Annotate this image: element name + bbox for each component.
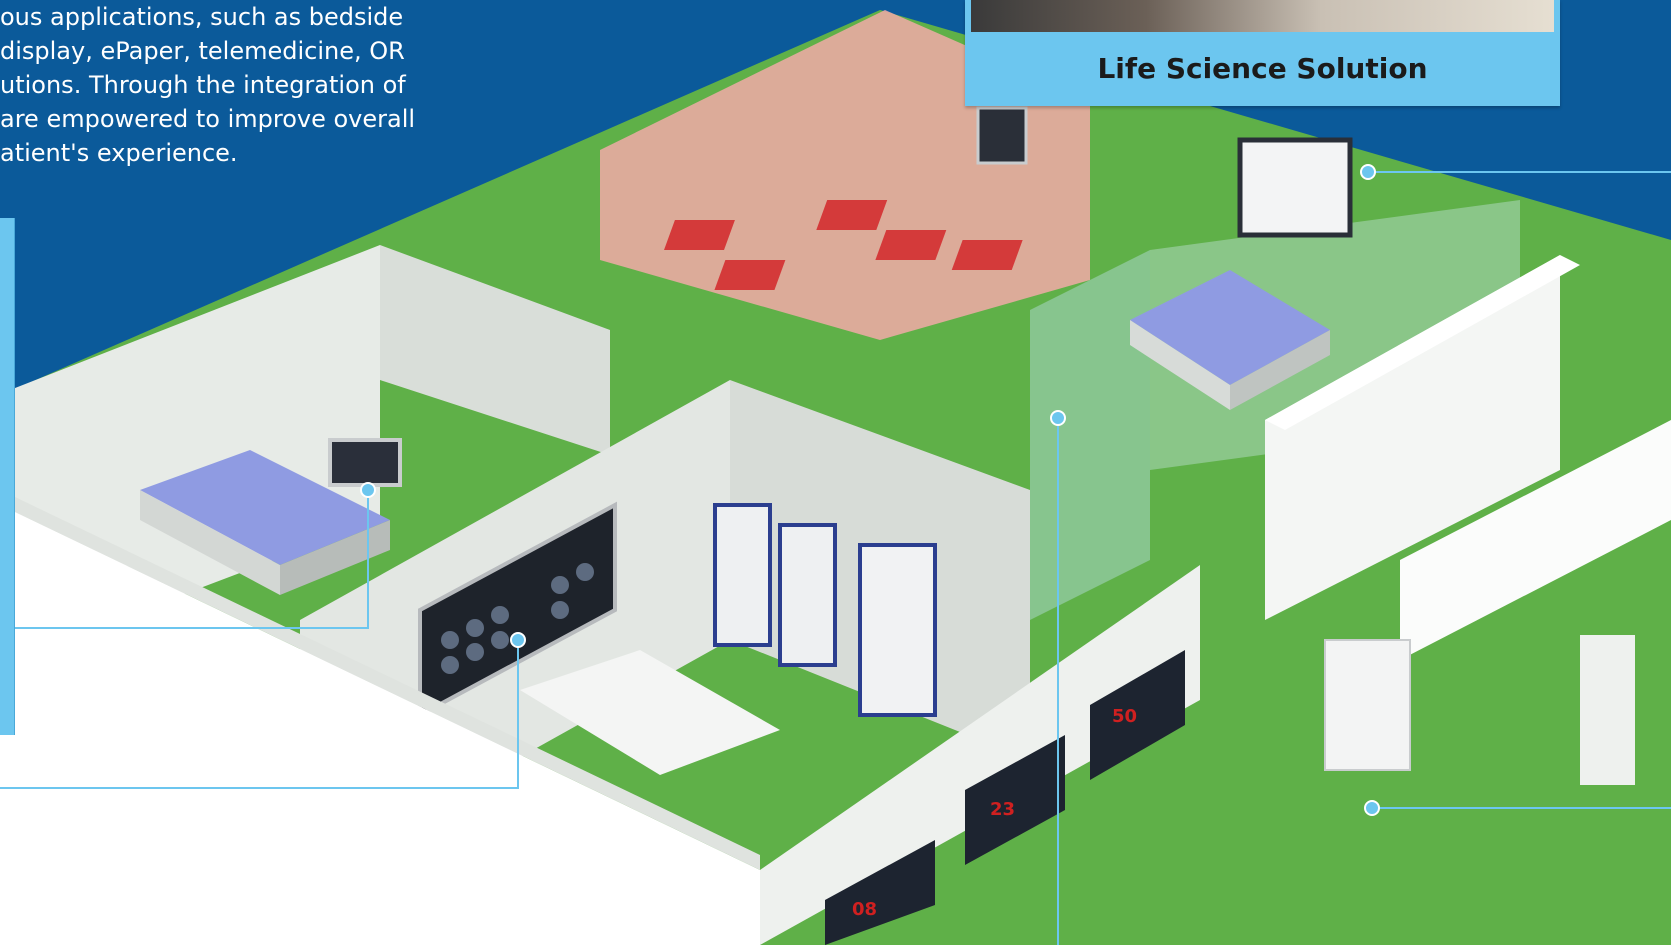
- callout-dot: [510, 632, 526, 648]
- callout-dot: [1364, 800, 1380, 816]
- bassinets: [664, 200, 1023, 290]
- radiology-display: [418, 501, 617, 719]
- queue-sign: 23: [965, 735, 1065, 865]
- intro-line: utions. Through the integration of: [0, 71, 406, 99]
- queue-sign: 50: [1090, 650, 1185, 780]
- bedside-monitor: [328, 438, 402, 487]
- callout-dot: [360, 482, 376, 498]
- queue-sign-number: 50: [1112, 706, 1137, 727]
- wall-display: [976, 106, 1028, 165]
- medical-carts: [713, 503, 937, 717]
- intro-line: atient's experience.: [0, 139, 238, 167]
- outer-wall-top: [0, 489, 760, 870]
- glass-partition: [1030, 250, 1150, 620]
- callout-dot: [1360, 164, 1376, 180]
- intro-line: display, ePaper, telemedicine, OR: [0, 37, 405, 65]
- brain-scan-thumbnails: [441, 563, 594, 674]
- intro-line: are empowered to improve overall: [0, 105, 416, 133]
- queue-sign: 08: [825, 840, 935, 945]
- left-callout-panel[interactable]: [0, 218, 15, 735]
- nurse-station-counter: [1400, 420, 1671, 660]
- callout-dots: [360, 164, 1380, 816]
- solution-photo: [971, 0, 1554, 32]
- callout-line-imaging: [0, 640, 519, 789]
- intro-line: ous applications, such as bedside: [0, 3, 404, 31]
- storage-cabinets: [1265, 255, 1580, 620]
- patient-bed-left: [140, 450, 390, 595]
- callout-lines: [0, 171, 1671, 945]
- callout-dot: [1050, 410, 1066, 426]
- outer-wall-left: [0, 504, 760, 945]
- callout-line-bedside: [14, 490, 369, 629]
- outer-wall-front: [760, 565, 1200, 945]
- intro-text: ous applications, such as bedside displa…: [0, 0, 470, 170]
- life-science-solution-card[interactable]: Life Science Solution: [965, 0, 1560, 106]
- patient-bed-right: [1130, 270, 1330, 410]
- queue-sign-number: 23: [990, 799, 1015, 820]
- workstation-desk: [520, 650, 780, 775]
- left-room-wall-right: [380, 245, 610, 455]
- queue-sign-number: 08: [852, 899, 877, 920]
- wall-display: [1237, 137, 1353, 238]
- medication-cart: [1324, 639, 1411, 771]
- info-kiosk: [1580, 635, 1635, 785]
- solution-title: Life Science Solution: [1097, 52, 1428, 85]
